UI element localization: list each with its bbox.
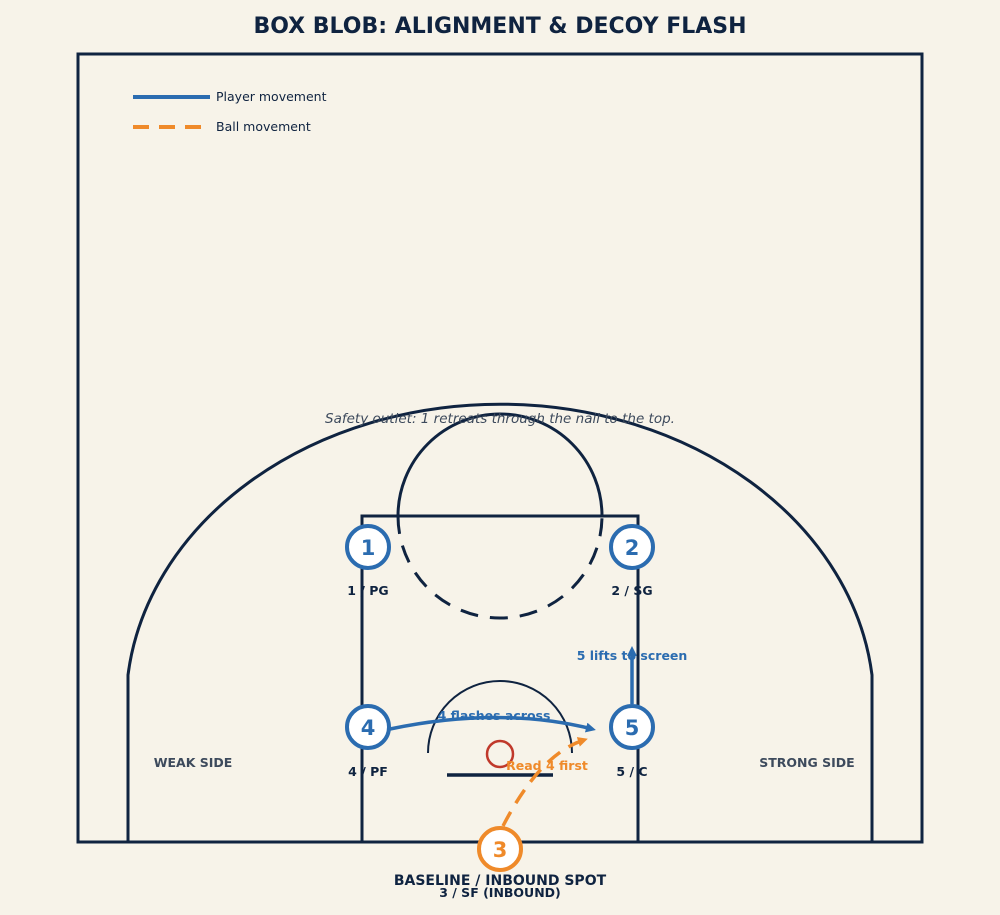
player-1: 1 1 / PG: [345, 524, 391, 598]
read-first-label: Read 4 first: [506, 758, 588, 773]
baseline-label: BASELINE / INBOUND SPOT: [394, 873, 607, 889]
legend-player-movement-label: Player movement: [216, 89, 327, 104]
player-1-label: 1 / PG: [347, 583, 388, 598]
rim: [485, 739, 515, 769]
player-3-number: 3: [493, 838, 508, 862]
free-throw-circle-top: [396, 412, 604, 517]
free-throw-circle-bottom: [396, 515, 604, 620]
legend-ball-movement-label: Ball movement: [216, 119, 311, 134]
half-court-boundary: [76, 52, 924, 844]
legend: Player movement Ball movement: [133, 89, 327, 134]
safety-outlet-note: Safety outlet: 1 retreats through the na…: [325, 411, 675, 427]
player-3-circle: [477, 826, 523, 872]
flash-across-path: [389, 715, 596, 733]
player-4-number: 4: [361, 716, 376, 740]
player-2-circle: [609, 524, 655, 570]
player-2-number: 2: [625, 536, 640, 560]
paint: [360, 514, 640, 842]
player-4-circle: [345, 704, 391, 750]
weak-side-label: WEAK SIDE: [154, 755, 233, 770]
player-4: 4 4 / PF: [345, 704, 391, 779]
player-2: 2 2 / SG: [609, 524, 655, 598]
player-5-circle: [609, 704, 655, 750]
lift-to-screen-label: 5 lifts to screen: [577, 648, 688, 663]
player-5-number: 5: [625, 716, 640, 740]
player-4-label: 4 / PF: [348, 764, 388, 779]
player-1-circle: [345, 524, 391, 570]
player-5-label: 5 / C: [616, 764, 647, 779]
player-1-number: 1: [361, 536, 376, 560]
player-5: 5 5 / C: [609, 704, 655, 779]
flash-across-label: 4 flashes across: [438, 708, 551, 723]
player-3: 3: [477, 826, 523, 872]
three-point-line: [126, 402, 874, 842]
player-2-label: 2 / SG: [611, 583, 652, 598]
player-3-label: 3 / SF (INBOUND): [439, 885, 561, 900]
strong-side-label: STRONG SIDE: [759, 755, 854, 770]
inbound-pass-path: [501, 737, 588, 827]
diagram-title: BOX BLOB: ALIGNMENT & DECOY FLASH: [253, 14, 746, 39]
